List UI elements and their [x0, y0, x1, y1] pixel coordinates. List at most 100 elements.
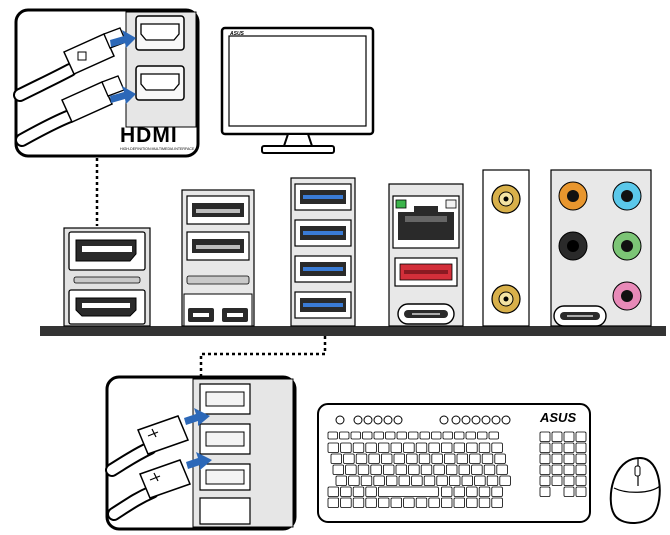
insert-arrow-icon	[186, 452, 212, 470]
monitor-icon: ASUS	[220, 26, 375, 154]
hdmi-callout: HDMI HIGH-DEFINITION MULTIMEDIA INTERFAC…	[13, 8, 200, 158]
key	[575, 453, 587, 464]
key	[456, 453, 469, 464]
key	[340, 486, 352, 497]
usb2-stack-block	[181, 189, 255, 327]
key	[327, 486, 340, 497]
key	[332, 464, 345, 475]
key	[385, 475, 398, 486]
key	[448, 475, 461, 486]
media-key	[481, 415, 491, 425]
usb-port-icon	[199, 423, 251, 455]
bios-flashback-button	[188, 308, 214, 322]
key	[408, 464, 420, 475]
key	[481, 453, 494, 464]
media-key	[373, 415, 383, 425]
audio-jack-icon	[558, 181, 588, 211]
wifi-antenna-block	[482, 169, 530, 327]
key	[411, 475, 423, 486]
key	[373, 431, 384, 440]
insert-arrow-icon	[110, 30, 136, 48]
usb-port-icon	[186, 195, 250, 225]
key	[431, 431, 442, 440]
key	[442, 431, 453, 440]
key	[352, 497, 365, 508]
hdmi-logo: HDMI	[120, 124, 178, 147]
key	[466, 497, 478, 508]
key	[368, 453, 380, 464]
key	[539, 431, 551, 442]
key	[491, 442, 503, 453]
key	[563, 431, 575, 442]
media-key	[363, 415, 373, 425]
key	[465, 431, 476, 440]
key	[563, 475, 575, 486]
key	[563, 464, 575, 475]
key	[335, 475, 348, 486]
key	[385, 431, 396, 440]
motherboard-edge	[40, 326, 666, 336]
key	[491, 486, 503, 497]
key	[403, 497, 415, 508]
displayport-icon	[68, 231, 146, 271]
key	[377, 497, 390, 508]
audio-block	[550, 169, 652, 327]
media-key	[383, 415, 393, 425]
key	[340, 497, 352, 508]
key	[377, 486, 439, 497]
key	[443, 453, 456, 464]
key	[466, 442, 478, 453]
usb-port-icon	[186, 231, 250, 261]
key	[436, 475, 448, 486]
key	[428, 442, 440, 453]
key	[419, 431, 430, 440]
key	[478, 497, 491, 508]
mouse-icon	[609, 456, 661, 524]
key	[395, 464, 408, 475]
antenna-connector-icon	[491, 284, 521, 314]
key	[350, 431, 361, 440]
key	[357, 464, 370, 475]
key	[390, 497, 403, 508]
key	[551, 475, 563, 486]
key	[433, 464, 445, 475]
usb3-stack-block	[290, 177, 356, 327]
key	[539, 442, 551, 453]
key	[466, 486, 478, 497]
key	[575, 442, 587, 453]
key	[469, 453, 481, 464]
key	[327, 442, 340, 453]
key	[454, 431, 465, 440]
key	[539, 475, 551, 486]
media-key	[393, 415, 403, 425]
key	[488, 431, 499, 440]
key	[343, 453, 355, 464]
media-key	[335, 415, 345, 425]
key	[380, 453, 393, 464]
hdmi-tagline: HIGH-DEFINITION MULTIMEDIA INTERFACE	[120, 147, 195, 151]
keyboard-media-keys	[335, 415, 511, 425]
key	[483, 464, 496, 475]
key	[355, 453, 368, 464]
key	[575, 431, 587, 442]
key	[423, 475, 436, 486]
key	[398, 475, 411, 486]
key	[348, 475, 360, 486]
key	[340, 442, 352, 453]
key	[499, 475, 511, 486]
usb-port-icon	[294, 219, 352, 247]
key	[365, 497, 377, 508]
key	[453, 497, 466, 508]
key	[362, 431, 373, 440]
key	[390, 442, 403, 453]
key	[496, 464, 508, 475]
key	[539, 486, 551, 497]
key	[327, 497, 340, 508]
key	[408, 431, 419, 440]
usb-port-icon	[394, 257, 458, 287]
key	[575, 486, 587, 497]
hdmi-port-icon	[135, 15, 185, 51]
key	[352, 486, 365, 497]
key	[440, 486, 453, 497]
key	[345, 464, 357, 475]
